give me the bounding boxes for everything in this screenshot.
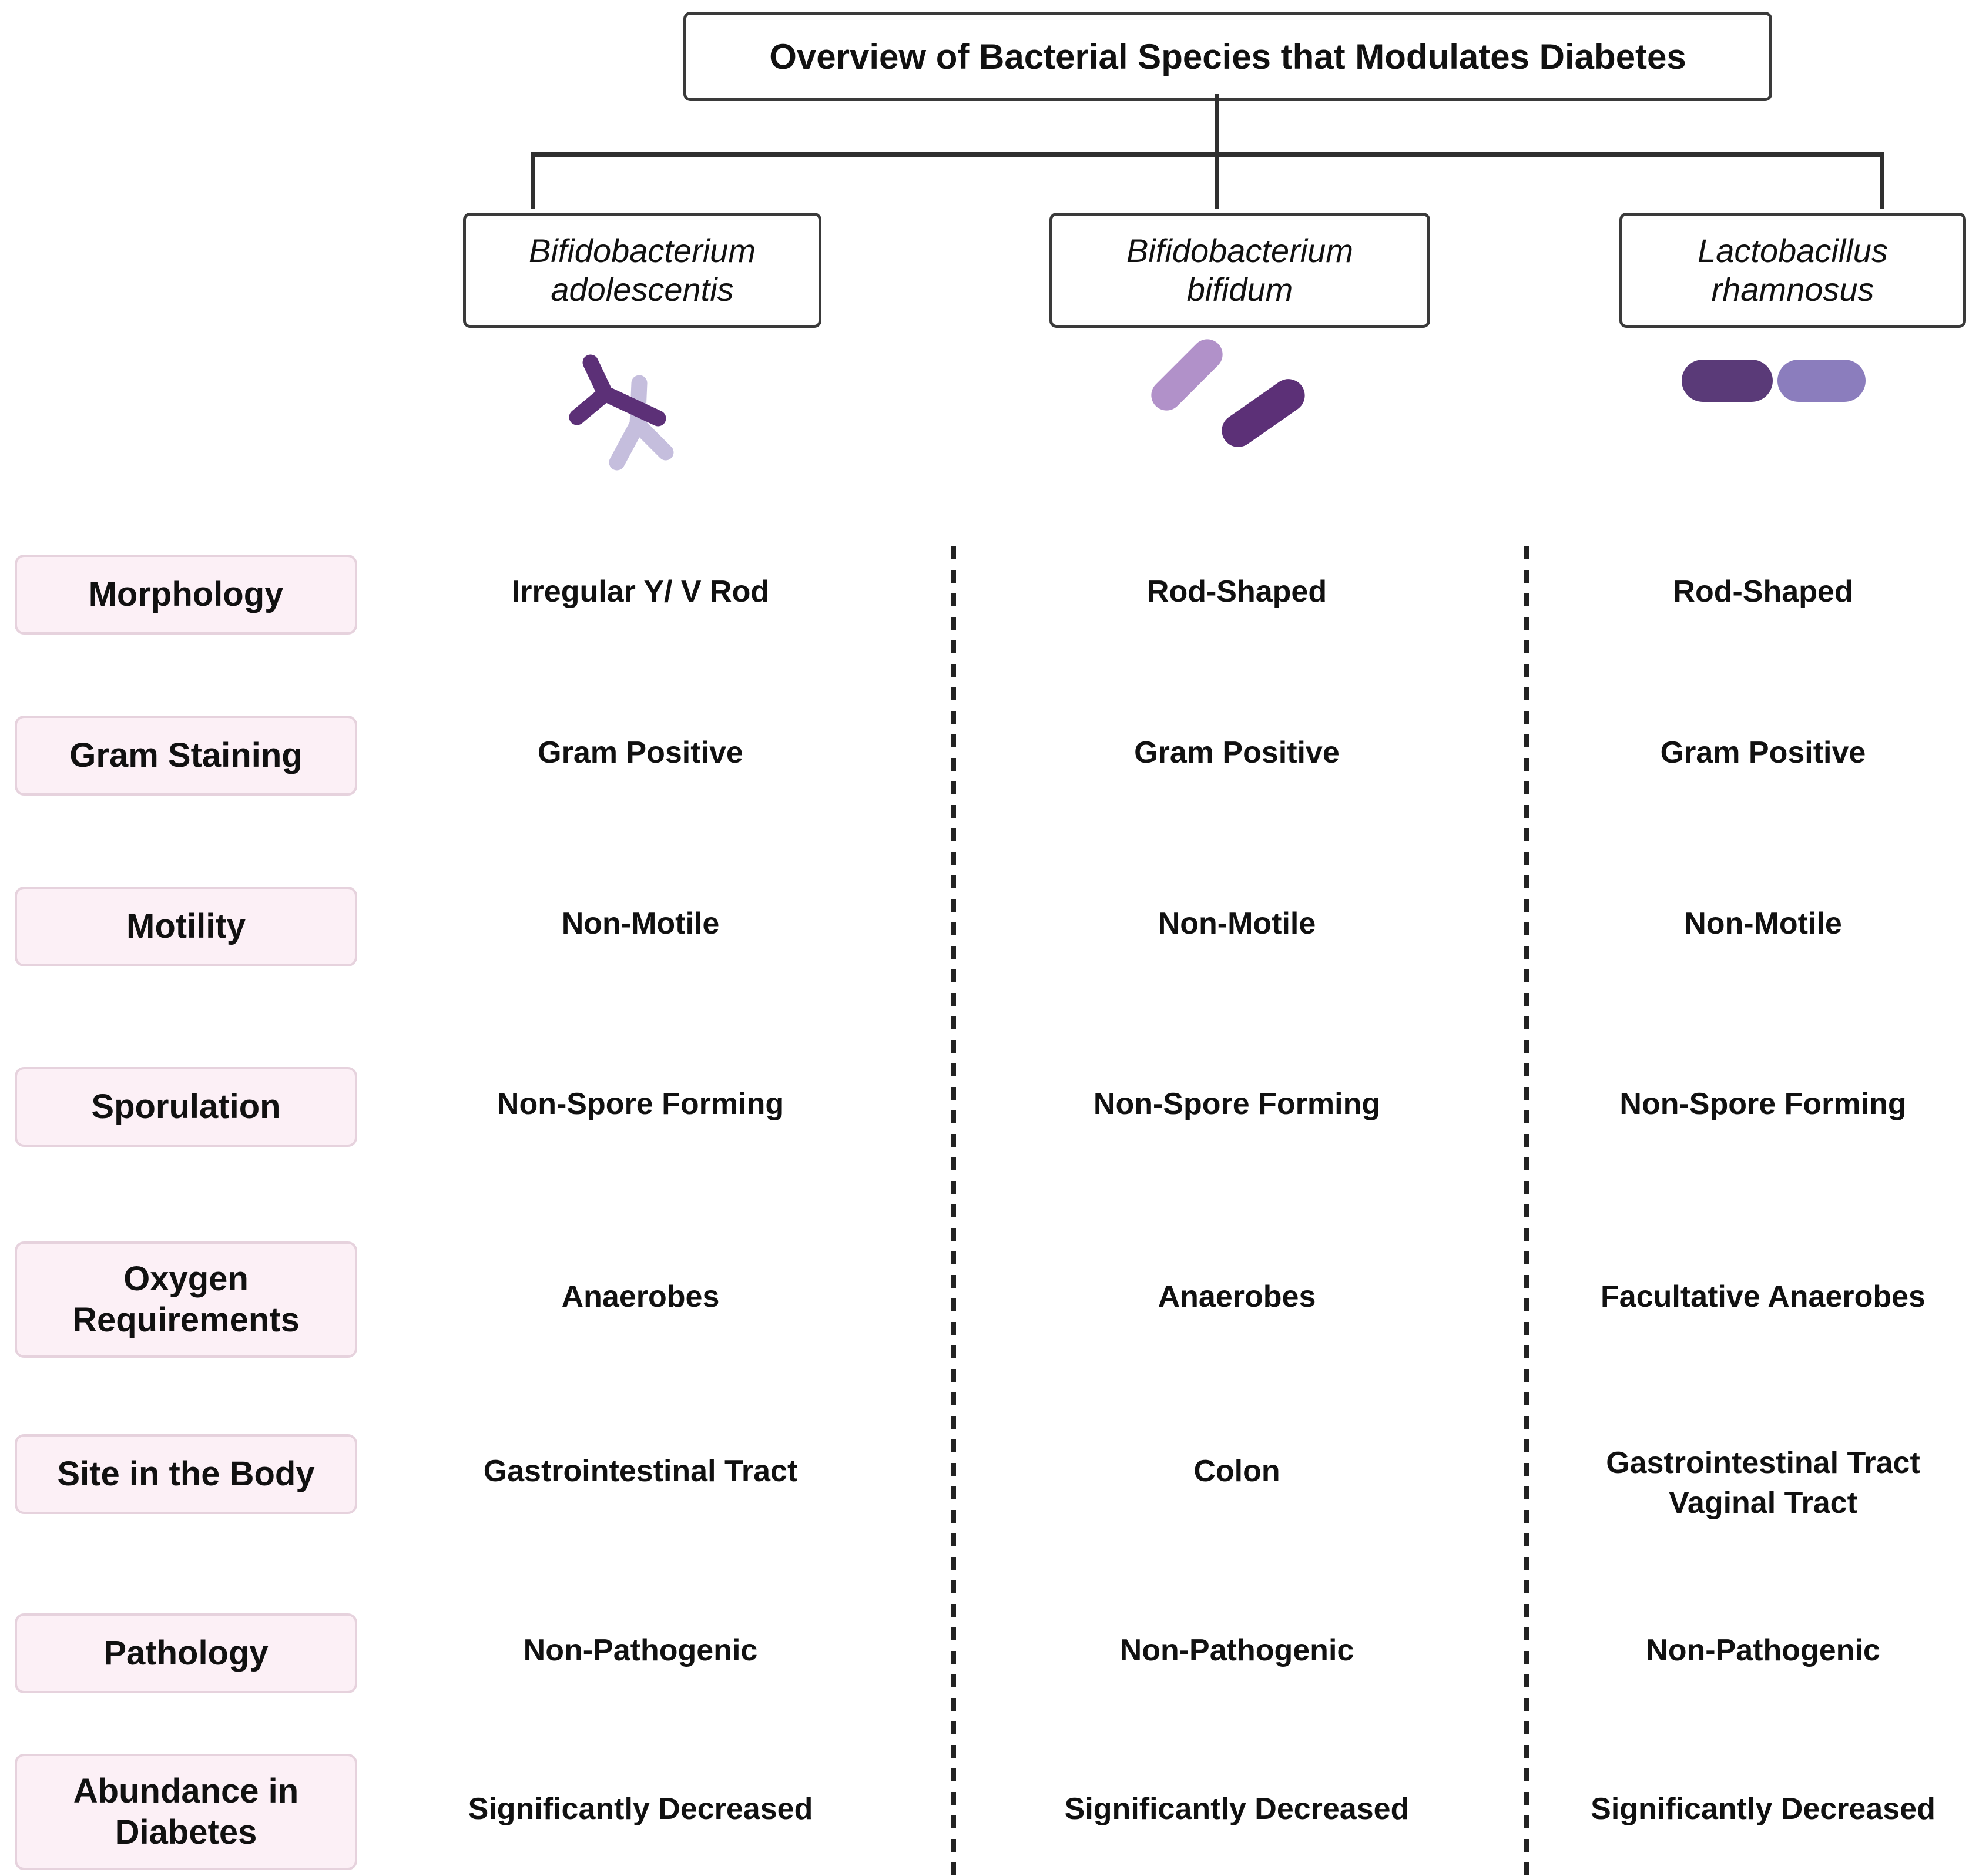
- species-name: Bifidobacterium bifidum: [1126, 231, 1353, 309]
- species-name-line1: Lactobacillus: [1698, 231, 1888, 269]
- row-label-oxygen-requirements: Oxygen Requirements: [15, 1241, 357, 1358]
- cell-abundance-bifidum: Significantly Decreased: [1064, 1792, 1410, 1827]
- cell-gram-staining-adolescentis: Gram Positive: [538, 736, 743, 770]
- species-box-bifidobacterium-bifidum: Bifidobacterium bifidum: [1049, 213, 1430, 328]
- column-divider-dashed-line-2: [1524, 546, 1529, 1876]
- cell-morphology-adolescentis: Irregular Y/ V Rod: [511, 575, 770, 609]
- row-label-gram-staining: Gram Staining: [15, 716, 357, 796]
- row-label-text: Motility: [126, 907, 246, 946]
- species-name-line1: Bifidobacterium: [1126, 231, 1353, 269]
- connector-left-drop-line: [531, 152, 535, 209]
- title-box: Overview of Bacterial Species that Modul…: [683, 12, 1772, 101]
- row-label-text: Morphology: [88, 575, 284, 614]
- irregular-y-v-rod-bacteria-icon: [569, 354, 674, 471]
- cell-site-rhamnosus: Gastrointestinal Tract Vaginal Tract: [1606, 1446, 1920, 1520]
- row-label-pathology: Pathology: [15, 1613, 357, 1693]
- cell-gram-staining-rhamnosus: Gram Positive: [1660, 736, 1866, 770]
- dark-y-rod-shape: [569, 354, 666, 427]
- cell-motility-adolescentis: Non-Motile: [561, 907, 720, 941]
- species-name: Bifidobacterium adolescentis: [529, 231, 756, 309]
- dark-rod-shape: [1682, 360, 1773, 402]
- row-label-text: Pathology: [103, 1634, 269, 1673]
- connector-stem-line: [1215, 94, 1219, 209]
- light-rod-shape: [1777, 360, 1866, 402]
- cell-sporulation-adolescentis: Non-Spore Forming: [497, 1087, 784, 1122]
- row-label-morphology: Morphology: [15, 555, 357, 635]
- cell-morphology-rhamnosus: Rod-Shaped: [1673, 575, 1853, 609]
- cell-sporulation-rhamnosus: Non-Spore Forming: [1619, 1087, 1907, 1122]
- cell-motility-rhamnosus: Non-Motile: [1684, 907, 1842, 941]
- cell-oxygen-rhamnosus: Facultative Anaerobes: [1601, 1280, 1926, 1314]
- diagram-title: Overview of Bacterial Species that Modul…: [769, 36, 1686, 76]
- species-box-bifidobacterium-adolescentis: Bifidobacterium adolescentis: [463, 213, 821, 328]
- cell-oxygen-bifidum: Anaerobes: [1158, 1280, 1316, 1314]
- dark-rod-shape: [1222, 379, 1305, 447]
- cell-sporulation-bifidum: Non-Spore Forming: [1093, 1087, 1381, 1122]
- row-label-motility: Motility: [15, 887, 357, 966]
- cell-morphology-bifidum: Rod-Shaped: [1146, 575, 1327, 609]
- connector-horizontal-line: [531, 152, 1884, 157]
- cell-abundance-rhamnosus: Significantly Decreased: [1591, 1792, 1936, 1827]
- cell-abundance-adolescentis: Significantly Decreased: [468, 1792, 813, 1827]
- row-label-text: Oxygen Requirements: [72, 1260, 300, 1339]
- light-rod-shape: [1151, 339, 1223, 411]
- row-label-sporulation: Sporulation: [15, 1067, 357, 1147]
- cell-pathology-bifidum: Non-Pathogenic: [1119, 1633, 1354, 1668]
- cell-motility-bifidum: Non-Motile: [1158, 907, 1316, 941]
- row-label-text: Gram Staining: [69, 736, 303, 775]
- cell-site-bifidum: Colon: [1193, 1454, 1280, 1489]
- tilted-rod-bacteria-icon: [1151, 339, 1305, 447]
- row-label-text: Site in the Body: [57, 1455, 315, 1494]
- species-box-lactobacillus-rhamnosus: Lactobacillus rhamnosus: [1619, 213, 1966, 328]
- cell-gram-staining-bifidum: Gram Positive: [1134, 736, 1340, 770]
- cell-pathology-adolescentis: Non-Pathogenic: [523, 1633, 758, 1668]
- row-label-text: Abundance in Diabetes: [73, 1772, 299, 1851]
- cell-pathology-rhamnosus: Non-Pathogenic: [1646, 1633, 1880, 1668]
- species-name: Lactobacillus rhamnosus: [1698, 231, 1888, 309]
- cell-site-adolescentis: Gastrointestinal Tract: [483, 1454, 798, 1489]
- row-label-text: Sporulation: [91, 1088, 281, 1126]
- column-divider-dashed-line-1: [951, 546, 956, 1876]
- connector-right-drop-line: [1880, 152, 1884, 209]
- species-name-line2: adolescentis: [551, 271, 734, 308]
- cell-oxygen-adolescentis: Anaerobes: [561, 1280, 720, 1314]
- horizontal-rod-bacteria-icon: [1682, 360, 1866, 402]
- species-name-line2: rhamnosus: [1711, 271, 1874, 308]
- row-label-abundance-in-diabetes: Abundance in Diabetes: [15, 1754, 357, 1870]
- row-label-site-in-body: Site in the Body: [15, 1434, 357, 1514]
- species-name-line2: bifidum: [1186, 271, 1293, 308]
- species-name-line1: Bifidobacterium: [529, 231, 756, 269]
